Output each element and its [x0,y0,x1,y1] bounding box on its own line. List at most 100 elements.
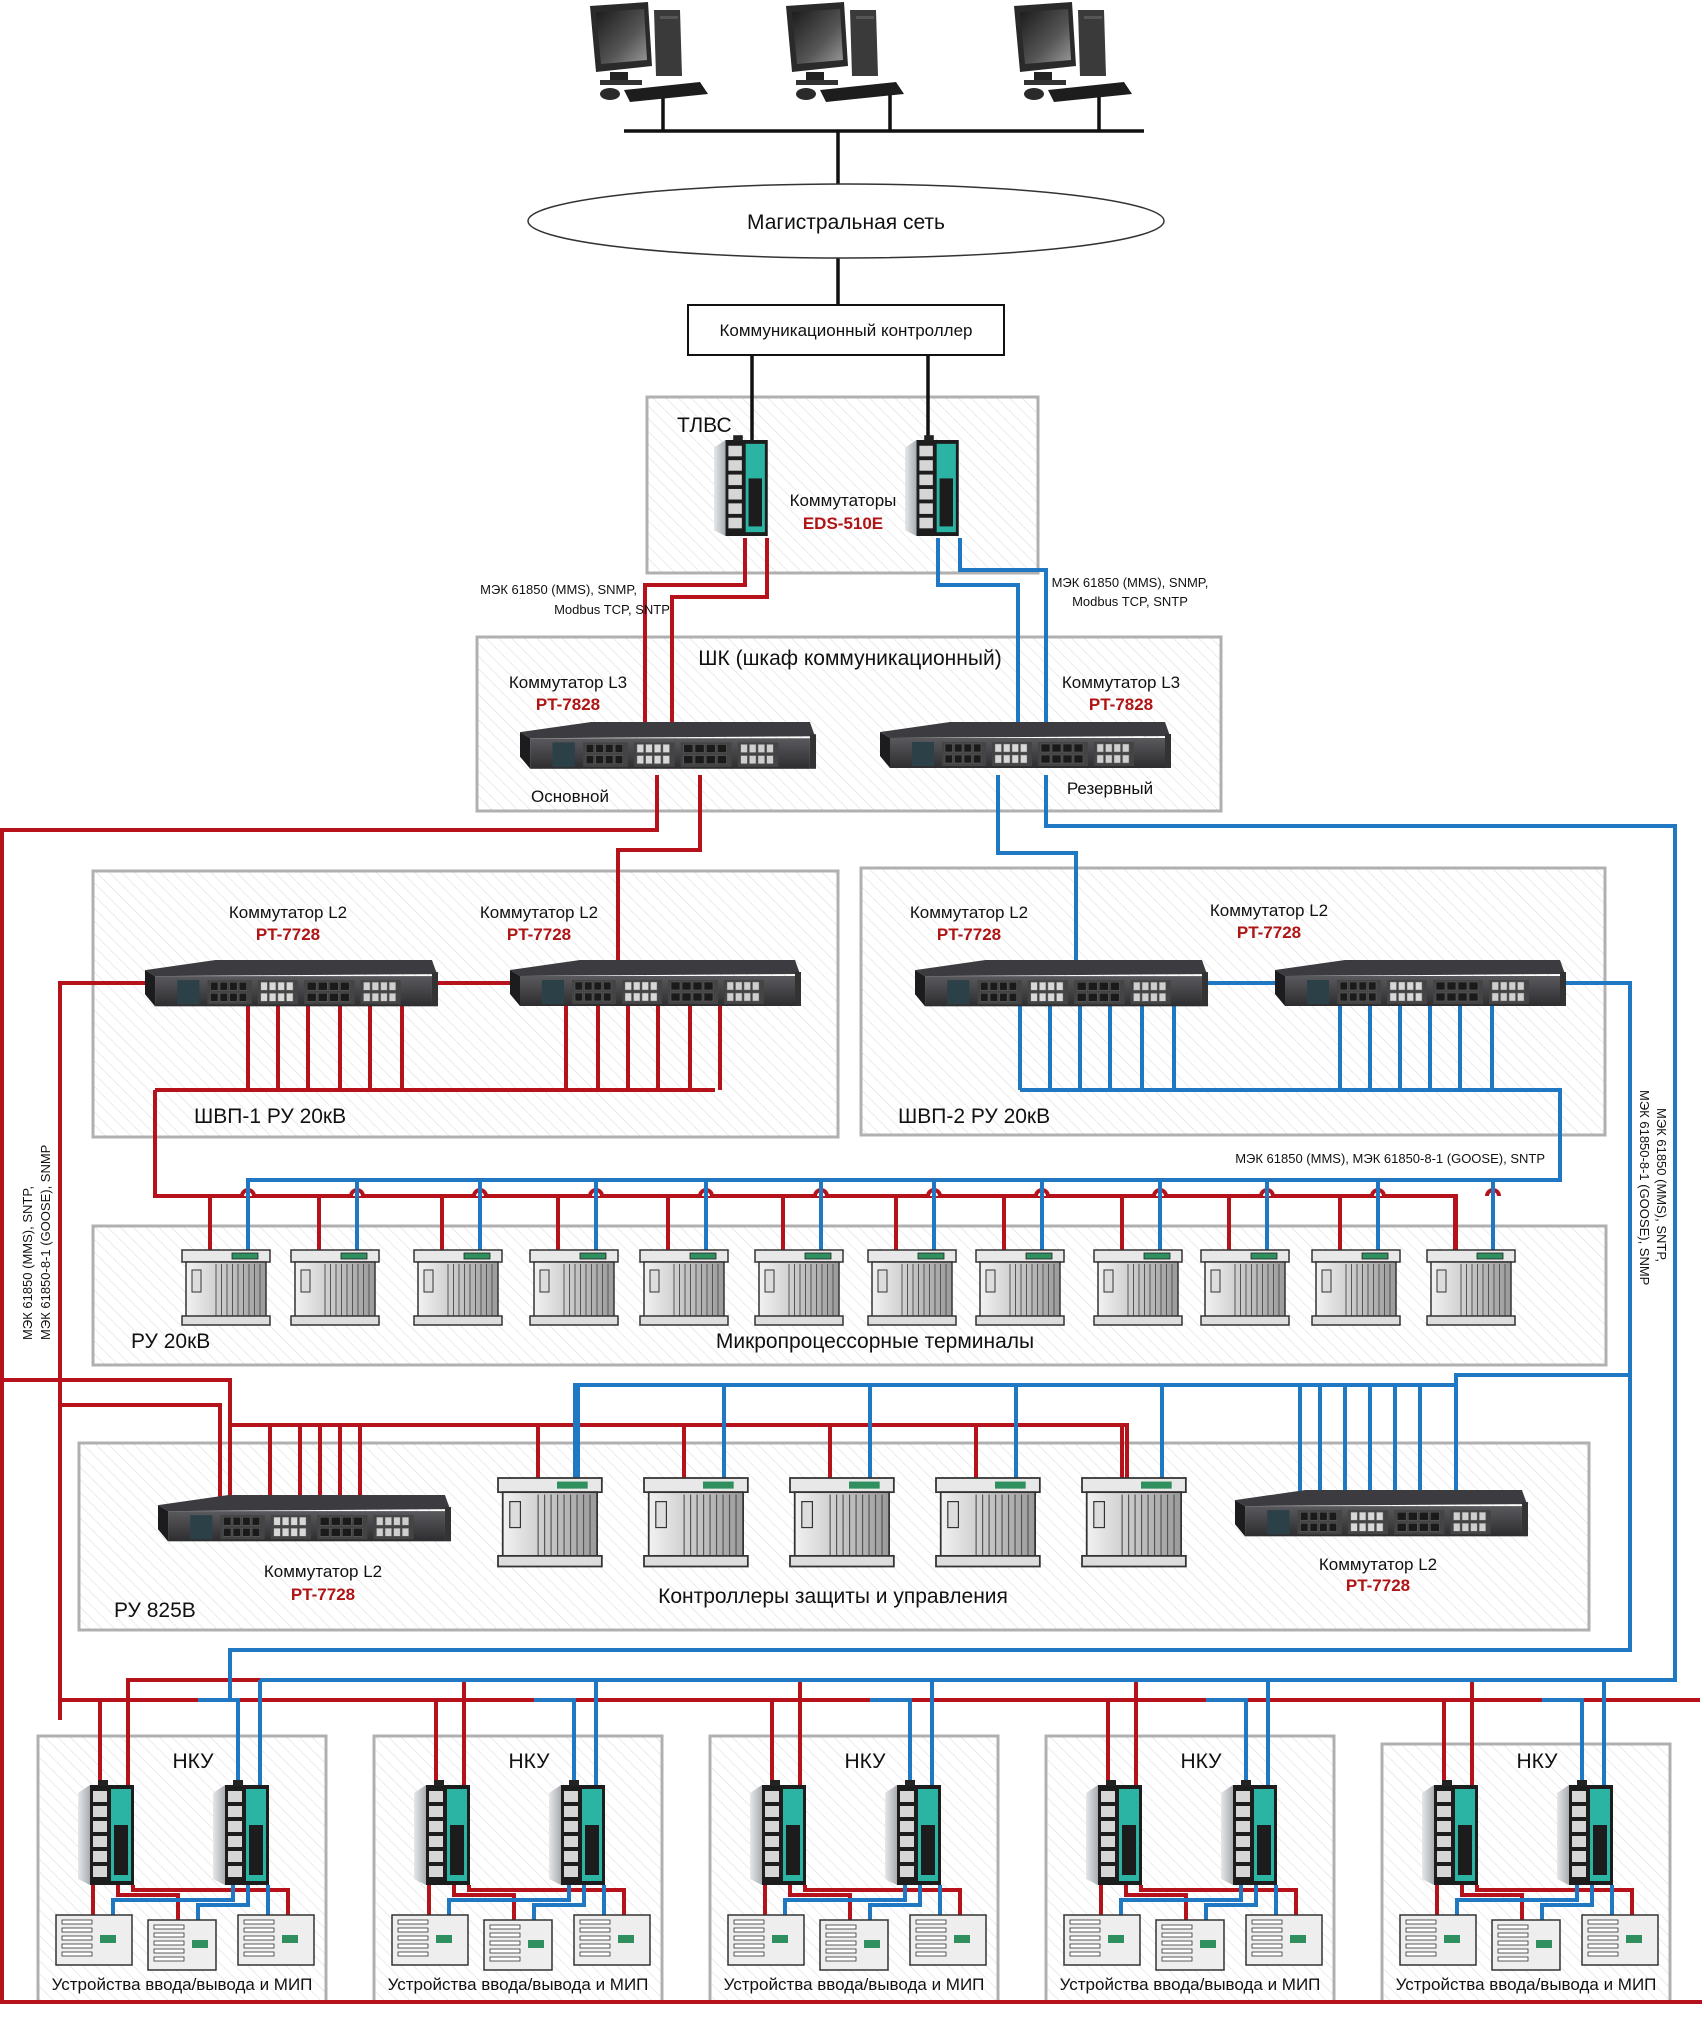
microprocessor-terminal-9 [1093,1249,1183,1326]
nku-5-switch-b [1557,1780,1613,1885]
shvp2-title: ШВП-2 РУ 20кВ [898,1105,1050,1128]
shvp1-switch1-model: PT-7728 [256,925,320,944]
ru20-protocol-label: МЭК 61850 (MMS), МЭК 61850-8-1 (GOOSE), … [1235,1151,1545,1166]
microprocessor-terminal-6 [754,1249,844,1326]
side-protocol-left-2: МЭК 61850-8-1 (GOOSE), SNMP [38,1145,53,1340]
nku-4-switch-a [1086,1780,1142,1885]
tlvs-proto-left-2: Modbus TCP, SNTP [554,602,670,617]
nku-title-5: НКУ [1517,1750,1559,1773]
shvp1-switch1-label: Коммутатор L2 [229,903,347,922]
shvp1-title: ШВП-1 РУ 20кВ [194,1105,346,1128]
nku-2-switch-a [414,1780,470,1885]
ru825-left-switch-model: PT-7728 [291,1585,355,1604]
shk-right-role: Резервный [1067,779,1153,798]
eds510e-switch-right [905,435,959,536]
shvp1-switch2-label: Коммутатор L2 [480,903,598,922]
protection-controller-1 [497,1477,603,1568]
tlvs-switch-label: Коммутаторы [790,491,897,510]
workstation-icon [1014,2,1132,102]
nku-1-io-module-a [55,1914,133,1966]
nku-3-switch-a [750,1780,806,1885]
nku-5-mip-meter [1491,1919,1561,1971]
tlvs-proto-left-1: МЭК 61850 (MMS), SNMP, [480,582,637,597]
nku-5-io-module-a [1399,1914,1477,1966]
nku-3-mip-meter [819,1919,889,1971]
microprocessor-terminal-12 [1426,1249,1516,1326]
nku-2-io-module-b [573,1914,651,1966]
tlvs-title: ТЛВС [677,414,732,437]
nku-caption-5: Устройства ввода/вывода и МИП [1396,1975,1657,1994]
nku-caption-3: Устройства ввода/вывода и МИП [724,1975,985,1994]
nku-3-switch-b [885,1780,941,1885]
microprocessor-terminal-2 [290,1249,380,1326]
microprocessor-terminal-4 [529,1249,619,1326]
tlvs-switch-model: EDS-510E [803,514,883,533]
nku-2-mip-meter [483,1919,553,1971]
side-protocol-right-1: МЭК 61850 (MMS), SNTP, [1654,1108,1669,1262]
nku-5-switch-a [1422,1780,1478,1885]
ru825-right-switch-label: Коммутатор L2 [1319,1555,1437,1574]
workstation-icon [590,2,708,102]
microprocessor-terminal-5 [639,1249,729,1326]
shk-right-switch-model: PT-7828 [1089,695,1153,714]
ru825-subtitle: Контроллеры защиты и управления [658,1585,1008,1608]
protection-controller-4 [935,1477,1041,1568]
tlvs-proto-right-2: Modbus TCP, SNTP [1072,594,1188,609]
shk-left-switch-label: Коммутатор L3 [509,673,627,692]
backbone-label: Магистральная сеть [747,211,945,234]
protection-controller-3 [789,1477,895,1568]
side-protocol-left-1: МЭК 61850 (MMS), SNTP, [20,1186,35,1340]
shk-left-switch-model: PT-7828 [536,695,600,714]
shvp2-pt7728-switch-2 [1275,960,1566,1006]
shvp1-switch2-model: PT-7728 [507,925,571,944]
nku-title-2: НКУ [509,1750,551,1773]
nku-2-io-module-a [391,1914,469,1966]
nku-5-io-module-b [1581,1914,1659,1966]
ru20-title: РУ 20кВ [131,1330,210,1353]
eds510e-switch-left [714,435,768,536]
nku-1-mip-meter [147,1919,217,1971]
backbone-network-ellipse [527,183,1165,259]
shvp1-pt7728-switch-1 [145,960,439,1007]
shk-right-switch-label: Коммутатор L3 [1062,673,1180,692]
communication-controller-label: Коммуникационный контроллер [719,321,972,340]
microprocessor-terminal-3 [413,1249,503,1326]
devices [55,2,1659,1971]
side-protocol-right-2: МЭК 61850-8-1 (GOOSE), SNMP [1637,1090,1652,1285]
nku-2-switch-b [549,1780,605,1885]
protection-controller-2 [643,1477,749,1568]
nku-title-1: НКУ [173,1750,215,1773]
nku-title-3: НКУ [845,1750,887,1773]
ru825-pt7728-left-switch [158,1495,452,1542]
shvp2-switch2-model: PT-7728 [1237,923,1301,942]
ru825-left-switch-label: Коммутатор L2 [264,1562,382,1581]
communication-controller-box [687,304,1005,356]
workstation-icon [786,2,904,102]
ru825-right-switch-model: PT-7728 [1346,1576,1410,1595]
shk-title: ШК (шкаф коммуникационный) [698,647,1001,670]
shvp2-pt7728-switch-1 [915,960,1209,1007]
nku-1-switch-b [213,1780,269,1885]
shvp2-switch2-label: Коммутатор L2 [1210,901,1328,920]
pt7828-backup-switch [880,722,1171,768]
nku-3-io-module-b [909,1914,987,1966]
nku-caption-1: Устройства ввода/вывода и МИП [52,1975,313,1994]
microprocessor-terminal-11 [1311,1249,1401,1326]
shvp2-switch1-model: PT-7728 [937,925,1001,944]
microprocessor-terminal-1 [181,1249,271,1326]
nku-4-mip-meter [1155,1919,1225,1971]
shk-left-role: Основной [531,787,609,806]
shvp2-switch1-label: Коммутатор L2 [910,903,1028,922]
pt7828-main-switch [520,722,817,769]
nku-1-io-module-b [237,1914,315,1966]
nku-4-io-module-a [1063,1914,1141,1966]
ru20-subtitle: Микропроцессорные терминалы [716,1330,1034,1353]
nku-title-4: НКУ [1181,1750,1223,1773]
ru825-title: РУ 825В [114,1599,196,1622]
nku-4-switch-b [1221,1780,1277,1885]
ru825-pt7728-right-switch [1235,1490,1529,1537]
zone-tlvs [645,395,1040,575]
tlvs-proto-right-1: МЭК 61850 (MMS), SNMP, [1052,575,1209,590]
